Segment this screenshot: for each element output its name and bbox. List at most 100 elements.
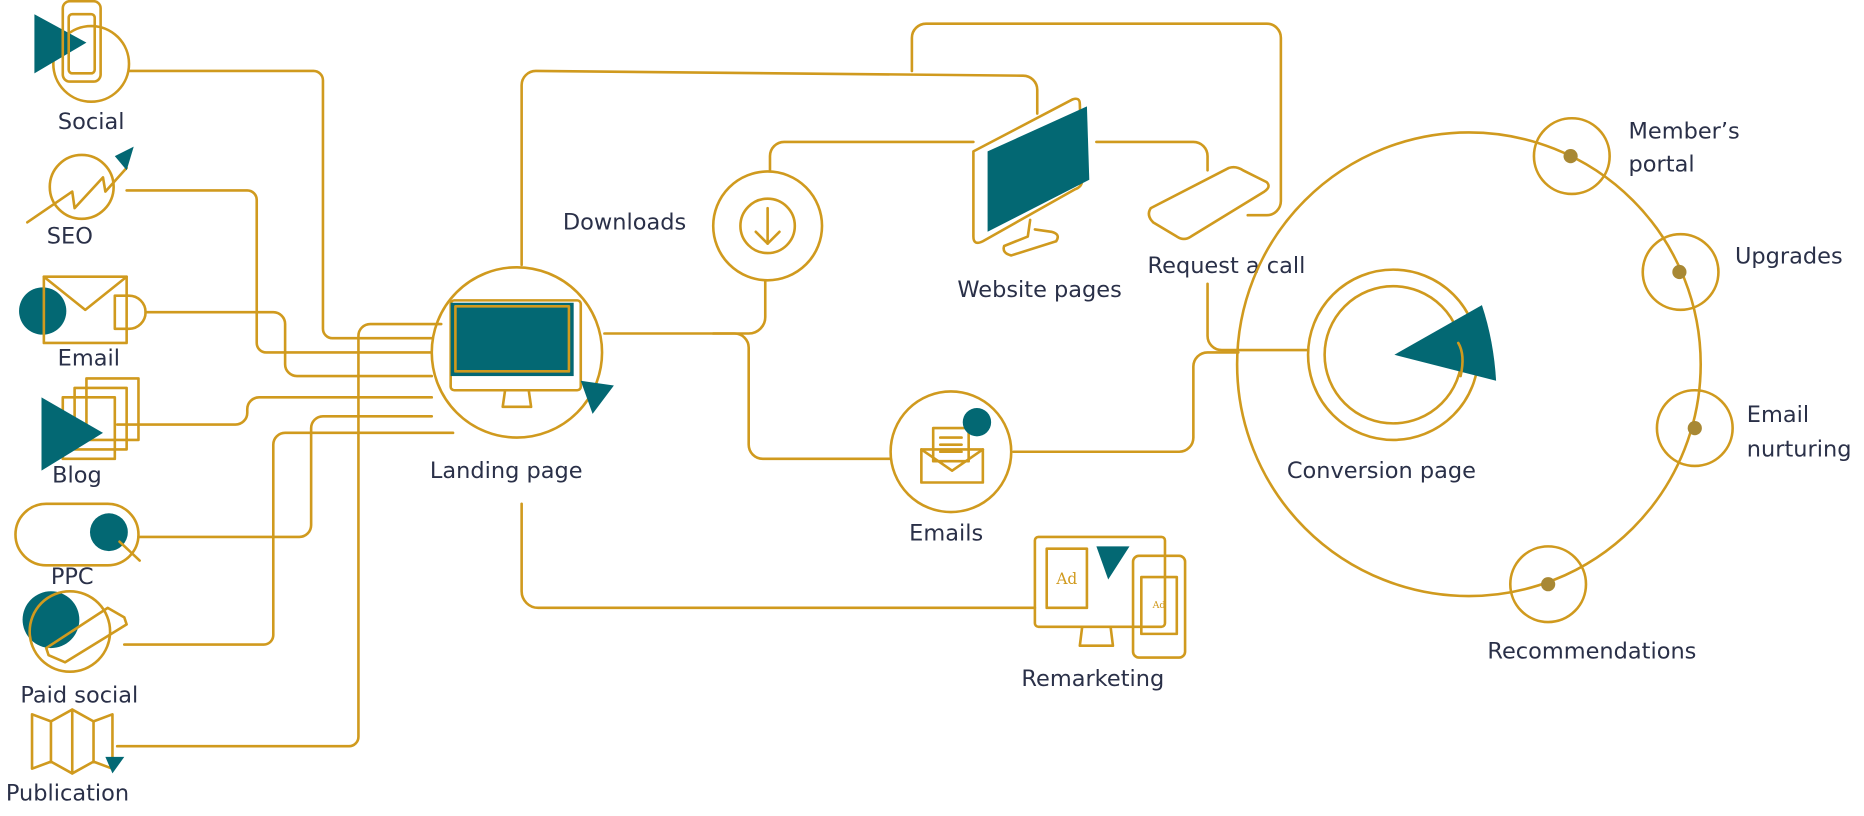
page-back — [85, 377, 140, 442]
monitor-screen — [450, 302, 574, 377]
monitor-icon — [972, 97, 1084, 245]
source-social[interactable]: Social — [34, 0, 131, 135]
ad-text: Ad — [1055, 570, 1077, 588]
source-ppc[interactable]: PPC — [14, 502, 141, 590]
retention-label-line2: nurturing — [1747, 436, 1852, 462]
landing-page-label: Landing page — [430, 458, 583, 484]
connectors — [115, 22, 1309, 748]
retention-label: Email — [1747, 402, 1809, 428]
retention-label-line2: portal — [1629, 151, 1695, 177]
phone-ad-banner — [1140, 575, 1179, 636]
envelope-flap — [920, 448, 985, 472]
smartphone-icon — [61, 0, 102, 83]
search-bar-icon — [14, 502, 140, 567]
envelope-icon — [42, 275, 128, 345]
website-pages-node[interactable]: Website pages — [957, 97, 1122, 303]
connector-publication — [115, 322, 443, 748]
pointer-triangle-icon — [580, 380, 614, 414]
source-paid-social[interactable]: Paid social — [20, 590, 138, 708]
play-triangle-icon — [41, 397, 103, 471]
retention-item-members-portal[interactable]: Member’s portal — [1532, 116, 1740, 196]
connector-website-top-loop — [910, 22, 1283, 217]
retention-item-email-nurturing[interactable]: Email nurturing — [1655, 388, 1852, 468]
retention-dot — [1687, 421, 1702, 436]
monitor-bezel — [454, 304, 571, 373]
retention-dot — [1672, 264, 1687, 280]
retention-dot — [1563, 149, 1578, 164]
connector-website-to-call — [1095, 140, 1209, 172]
emails-ring — [889, 390, 1013, 514]
remarketing-node[interactable]: Ad Ad Remarketing — [1021, 535, 1187, 692]
arrow-head-icon — [114, 146, 134, 171]
search-handle — [118, 540, 141, 562]
ad-banner — [1045, 547, 1089, 610]
downloads-node[interactable]: Downloads — [563, 170, 824, 282]
retention-label: Upgrades — [1735, 244, 1843, 270]
phone-icon — [1131, 554, 1187, 659]
source-publication[interactable]: Publication — [6, 708, 129, 807]
retention-ring — [1532, 116, 1611, 196]
social-ring — [52, 24, 131, 104]
downloads-label: Downloads — [563, 209, 686, 235]
landing-page-node[interactable]: Landing page — [430, 265, 614, 484]
downloads-ring — [711, 170, 824, 282]
play-triangle-icon — [34, 14, 87, 74]
connector-email — [144, 310, 434, 378]
connector-emails-to-conversion — [1012, 351, 1240, 454]
request-call-node[interactable]: Request a call — [1148, 165, 1306, 279]
retention-item-upgrades[interactable]: Upgrades — [1641, 232, 1843, 312]
connector-seo — [125, 189, 434, 354]
request-call-label: Request a call — [1148, 253, 1306, 279]
download-arrow-head — [754, 230, 781, 245]
source-label: SEO — [47, 224, 93, 250]
target-wedge-icon — [1394, 305, 1497, 381]
source-blog[interactable]: Blog — [41, 377, 140, 489]
retention-dot — [1541, 577, 1556, 592]
landing-ring — [430, 265, 604, 439]
source-label: Email — [58, 345, 120, 371]
envelope-flap — [42, 275, 128, 312]
connector-landing-to-remarketing — [520, 502, 1037, 610]
conversion-page-label: Conversion page — [1287, 458, 1476, 484]
letter-sheet — [931, 426, 970, 463]
trend-arrow-icon — [26, 166, 128, 224]
connector-blog — [115, 396, 434, 426]
smartphone-screen — [67, 12, 97, 75]
retention-label: Recommendations — [1487, 639, 1696, 665]
retention-label: Member’s — [1629, 118, 1740, 144]
retention-item-recommendations[interactable]: Recommendations — [1487, 545, 1696, 665]
emails-label: Emails — [909, 520, 983, 546]
source-label: PPC — [51, 564, 94, 590]
retention-ring — [1641, 232, 1720, 312]
open-envelope-icon — [920, 448, 985, 484]
connector-ppc — [137, 414, 434, 539]
remarketing-label: Remarketing — [1021, 666, 1164, 692]
source-label: Publication — [6, 781, 129, 807]
emails-node[interactable]: Emails — [889, 390, 1013, 546]
pointer-triangle-icon — [1096, 546, 1130, 580]
download-icon — [739, 197, 797, 255]
target-ring-overlay — [1456, 341, 1464, 378]
connector-downloads-to-website — [768, 140, 975, 172]
tablet-icon — [44, 606, 128, 664]
arrow-head-icon — [105, 756, 125, 774]
source-label: Social — [58, 109, 125, 135]
paid-social-ring — [28, 590, 112, 674]
retention-ring — [1655, 388, 1734, 468]
connector-paid-social — [122, 431, 455, 646]
ad-screens-icon — [1033, 535, 1167, 629]
ad-text-small: Ad — [1152, 600, 1166, 611]
source-label: Paid social — [20, 682, 138, 708]
connector-call-to-conversion — [1206, 282, 1309, 352]
monitor-screen — [987, 106, 1090, 232]
source-seo[interactable]: SEO — [26, 146, 134, 250]
connector-landing-to-downloads — [603, 280, 767, 335]
conversion-node[interactable]: Conversion page — [1235, 131, 1702, 598]
retention-orbit — [1235, 131, 1702, 598]
source-email[interactable]: Email — [19, 275, 147, 372]
retention-ring — [1508, 545, 1588, 624]
connector-landing-to-emails — [711, 332, 892, 461]
monitor-stand — [1078, 625, 1115, 648]
